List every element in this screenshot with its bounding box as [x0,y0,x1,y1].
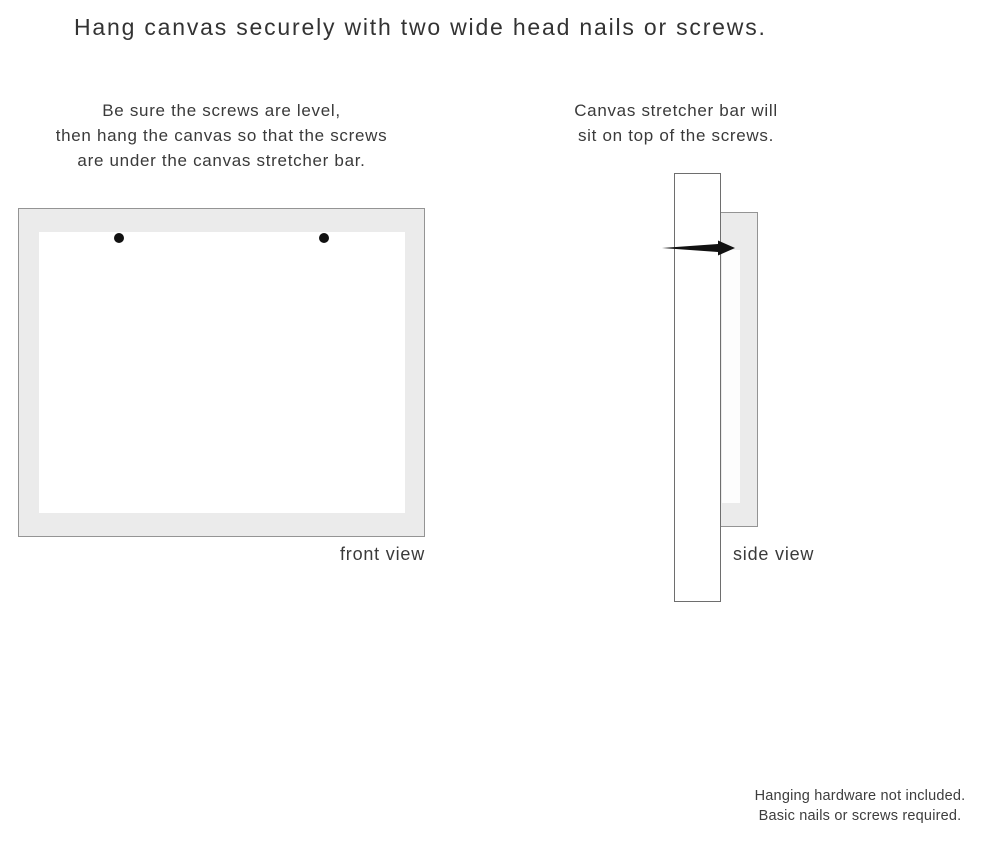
front-view-label: front view [339,544,425,564]
instruction-line: Be sure the screws are level, [102,101,341,120]
side-view-label: side view [733,544,815,564]
screw-head-right-icon [319,233,329,243]
instruction-line: Canvas stretcher bar will [574,101,778,120]
hardware-disclaimer: Hanging hardware not included. Basic nai… [740,786,980,826]
disclaimer-line: Basic nails or screws required. [758,808,962,824]
front-view-instructions: Be sure the screws are level, then hang … [19,98,424,173]
instruction-line: are under the canvas stretcher bar. [77,151,366,170]
nail-icon [662,240,735,256]
disclaimer-line: Hanging hardware not included. [754,788,966,804]
screw-head-left-icon [114,233,124,243]
side-view-instructions: Canvas stretcher bar will sit on top of … [551,98,801,148]
instruction-line: then hang the canvas so that the screws [55,126,388,145]
side-view-wall-bar [674,173,721,602]
instruction-line: sit on top of the screws. [577,126,775,145]
side-view-canvas-inner-face [722,250,740,503]
page-title: Hang canvas securely with two wide head … [74,14,767,40]
front-view-canvas-face [39,232,405,513]
